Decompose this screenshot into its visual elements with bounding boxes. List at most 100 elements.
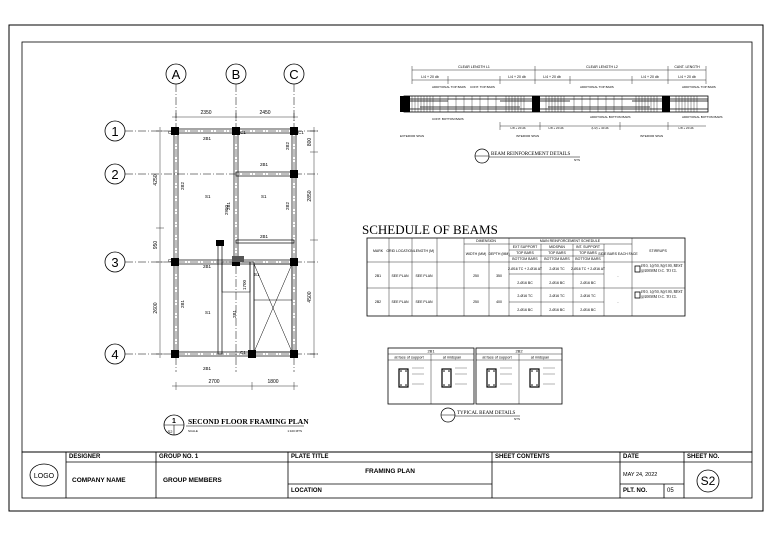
svg-text:C: C (289, 67, 298, 82)
company-name: COMPANY NAME (72, 477, 126, 484)
dim-left-2: 950 (153, 241, 159, 250)
cell-width: 250 (473, 274, 479, 278)
beam-label: 2B1 (226, 201, 231, 210)
schedule-table (366, 237, 686, 317)
beam-bars (404, 98, 708, 110)
beam-dim: L/8 + 20 db (510, 126, 525, 130)
cell-side: - (617, 300, 619, 304)
plan-title: SECOND FLOOR FRAMING PLAN (188, 417, 309, 426)
cell-mid-bot: 2-Ø16 BC (549, 281, 565, 285)
beam-label: L/4 + 20 db (543, 75, 561, 79)
col-label: C1 (240, 350, 246, 355)
col-label: C1 (168, 258, 174, 263)
beam-label: L/4 + 20 db (421, 75, 439, 79)
header-bottom-bars: BOTTOM BARS (544, 257, 570, 261)
cell-ext-top: 2-Ø16 TC (517, 294, 533, 298)
framing-plan: A B C 1 2 3 4 2350 2450 (104, 63, 320, 436)
plan-scale-label: SCALE (188, 429, 198, 433)
header-stirrups: STIRRUPS (649, 249, 667, 253)
columns (171, 127, 298, 358)
header-bottom-bars: BOTTOM BARS (512, 257, 538, 261)
cell-int-top: 2-Ø16 TC + 2-Ø16 AT (571, 267, 606, 271)
dim-left-3: 2600 (153, 302, 159, 313)
cell-stirrups: Ø10, 1@50, 8@100, REST @200MM O.C. TO CL (641, 264, 683, 273)
title-block (21, 451, 753, 499)
dim-left-1: 4250 (153, 174, 159, 185)
header-side-bars: SIDE BARS EACH FACE (598, 252, 638, 256)
beam-label: L/4 + 20 db (508, 75, 526, 79)
beam-label: 2B1 (232, 309, 237, 318)
beam-label: 2B1 (260, 162, 269, 167)
col-label: C1 (298, 130, 304, 135)
beam-label: 2B1 (203, 366, 212, 371)
support-label: EXTERIOR SPAN (400, 134, 424, 138)
svg-text:B: B (232, 67, 241, 82)
dim-label: 2950 (224, 204, 229, 215)
slab-label: S1 (205, 194, 211, 199)
beam-note: ADDITIONAL TOP BARS (580, 85, 614, 89)
location-label: LOCATION (291, 488, 322, 494)
col-label: C1 (168, 130, 174, 135)
header-top-bars: TOP BARS (516, 251, 534, 255)
beam-label: L/4 + 20 db (641, 75, 659, 79)
cell-grid: SEE PLAN (391, 274, 409, 278)
beam-dimension-chain (411, 66, 707, 84)
beam-supports (400, 96, 670, 112)
beam-stirrups (411, 96, 698, 112)
dim-right-2: 2850 (307, 190, 313, 201)
dim-bottom-1: 2700 (208, 379, 219, 385)
dimension-lines (156, 113, 318, 390)
beam-label: CLEAR LENGTH L2 (586, 65, 618, 69)
sheet-outer-border (8, 24, 764, 512)
support-label: INTERIOR SPAN (640, 134, 663, 138)
beam-bottom-dims (499, 122, 706, 130)
beam-label: CANT. LENGTH (674, 65, 700, 69)
dim-bottom-2: 1800 (267, 379, 278, 385)
group-label: GROUP NO. 1 (159, 454, 199, 460)
cell-length: SEE PLAN (415, 300, 433, 304)
header-ext-support: EXT SUPPORT (513, 245, 538, 249)
schedule-grid (367, 238, 685, 316)
plan-scale: 1:100 MTS (287, 429, 302, 433)
schedule-of-beams: SCHEDULE OF BEAMS MARK GRID LOCATION LEN… (362, 222, 686, 317)
logo: LOGO (29, 463, 59, 487)
header-main: MAIN REINFORCEMENT SCHEDULE (540, 239, 601, 243)
stirrups-cell: Ø10, 1@50, 8@100, REST @200MM O.C. TO CL (641, 290, 683, 299)
dim-right-3: 4500 (307, 291, 313, 302)
header-depth: DEPTH (MM) (489, 252, 510, 256)
svg-text:LOGO: LOGO (34, 473, 55, 480)
typical-subhead: at face of support (482, 356, 512, 360)
dim-right-1: 800 (307, 138, 313, 147)
beam-detail-title-marker (474, 148, 490, 164)
group-members: GROUP MEMBERS (163, 477, 222, 484)
beam-note: CONT. BOTTOM BARS (432, 117, 464, 121)
typical-subhead: at midspan (531, 356, 550, 360)
schedule-headers: MARK GRID LOCATION LENGTH (M) DIMENSION … (373, 239, 668, 261)
stair-opening (221, 261, 293, 353)
typical-group-label: 2B1 (427, 349, 435, 354)
beam-note: ADDITIONAL BOTTOM BARS (590, 115, 631, 119)
cell-int-bot: 2-Ø16 BC (580, 281, 596, 285)
beam-dim: L/8 + 20 db (678, 126, 693, 130)
svg-text:2: 2 (111, 167, 118, 182)
typical-scale: NTS (514, 417, 520, 421)
cell-ext-bot: 2-Ø16 BC (517, 308, 533, 312)
grid-bubble-a: A (165, 63, 187, 85)
header-dimension: DIMENSION (476, 239, 496, 243)
beam-label: 2B1 (180, 299, 185, 308)
typical-title-marker (440, 407, 456, 423)
stirrups-cell: Ø10, 1@50, 8@100, REST @200MM O.C. TO CL (641, 264, 683, 273)
svg-text:S2: S2 (168, 429, 174, 434)
section-bars (400, 370, 538, 386)
svg-text:3: 3 (111, 255, 118, 270)
schedule-title: SCHEDULE OF BEAMS (362, 222, 498, 237)
header-top-bars: TOP BARS (579, 251, 597, 255)
slab-labels: S1 S1 S1 S1 (205, 194, 267, 315)
cell-int-top: 2-Ø16 TC (580, 294, 596, 298)
cell-stirrups: Ø10, 1@50, 8@100, REST @200MM O.C. TO CL (641, 290, 683, 299)
beam-labels: 2B1 2B1 2B1 2B1 2B1 2B2 2B1 2B2 2B2 2B1 … (180, 136, 290, 371)
cell-length: SEE PLAN (415, 274, 433, 278)
landing-hatch (232, 256, 244, 262)
plt-no-label: PLT. NO. (623, 488, 648, 494)
